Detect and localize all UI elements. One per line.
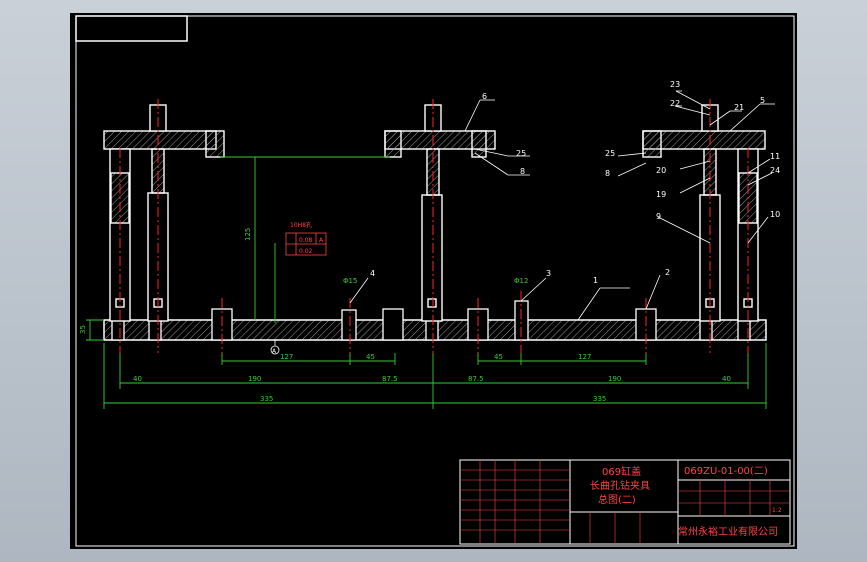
dim-40-left: 40	[133, 375, 142, 383]
dim-335-left: 335	[260, 395, 273, 403]
company-name: 常州永裕工业有限公司	[678, 525, 778, 538]
title-block	[459, 459, 791, 545]
right-clamp-assembly	[642, 104, 766, 322]
callout-1: 1	[593, 276, 598, 285]
callout-21: 21	[734, 103, 744, 112]
dim-phi15: Φ15	[343, 277, 357, 285]
callout-23: 23	[670, 80, 680, 89]
part-callouts	[349, 90, 775, 321]
part-callout-numbers: 1 2 3 4 5 6 8 9 10 11 19 20 21 22 23 24 …	[370, 80, 780, 285]
dimension-texts: 127 45 45 127 40 190 87.5 87.5 190 40 33…	[79, 228, 731, 403]
datum-label: A	[272, 348, 277, 355]
dim-phi12: Φ12	[514, 277, 528, 285]
callout-10: 10	[770, 210, 780, 219]
left-clamp-assembly	[103, 104, 225, 322]
dim-45-right: 45	[494, 353, 503, 361]
dim-127-left: 127	[280, 353, 293, 361]
drawing-scale: 1:2	[772, 507, 782, 514]
callout-8-right: 8	[605, 169, 610, 178]
corner-label-box	[75, 15, 188, 42]
part-name-line3: 总图(二)	[598, 493, 636, 506]
part-name-line1: 069缸盖	[602, 465, 641, 478]
dim-35-height: 35	[79, 325, 87, 334]
part-name-line2: 长曲孔钻夹具	[590, 479, 650, 492]
tolerance-value-2: 0.02	[299, 248, 313, 255]
drawing-sheet[interactable]: 127 45 45 127 40 190 87.5 87.5 190 40 33…	[70, 13, 797, 549]
dim-40-right: 40	[722, 375, 731, 383]
dim-127-right: 127	[578, 353, 591, 361]
tolerance-value-1: 0.08	[299, 237, 313, 244]
callout-19: 19	[656, 190, 666, 199]
dim-125-height: 125	[244, 228, 252, 241]
callout-22: 22	[670, 99, 680, 108]
callout-6: 6	[482, 92, 487, 101]
callout-20: 20	[656, 166, 666, 175]
callout-4: 4	[370, 269, 375, 278]
callout-11: 11	[770, 152, 780, 161]
tolerance-label: 10H8孔	[290, 221, 312, 229]
middle-clamp-assembly	[384, 104, 496, 322]
datum-marker: A	[270, 340, 280, 355]
dim-87-5-right: 87.5	[468, 375, 484, 383]
title-block-texts: 069缸盖 长曲孔钻夹具 总图(二) 069ZU-01-00(二) 常州永裕工业…	[590, 465, 782, 538]
dim-190-right: 190	[608, 375, 621, 383]
callout-5: 5	[760, 96, 765, 105]
callout-2: 2	[665, 268, 670, 277]
callout-25-middle: 25	[516, 149, 526, 158]
callout-3: 3	[546, 269, 551, 278]
dim-45-left: 45	[366, 353, 375, 361]
callout-25-right: 25	[605, 149, 615, 158]
drawing-canvas: 127 45 45 127 40 190 87.5 87.5 190 40 33…	[75, 15, 795, 547]
callout-9: 9	[656, 212, 661, 221]
callout-24: 24	[770, 166, 780, 175]
tolerance-datum-1: A	[319, 237, 324, 244]
dim-190-left: 190	[248, 375, 261, 383]
drawing-frame	[75, 15, 795, 547]
callout-8-middle: 8	[520, 167, 525, 176]
dimension-lines	[86, 156, 767, 409]
dim-335-right: 335	[593, 395, 606, 403]
dim-87-5-left: 87.5	[382, 375, 398, 383]
centerlines	[119, 99, 749, 353]
drawing-number: 069ZU-01-00(二)	[684, 466, 768, 477]
tolerance-frame: 10H8孔 0.08 A 0.02	[285, 221, 327, 256]
